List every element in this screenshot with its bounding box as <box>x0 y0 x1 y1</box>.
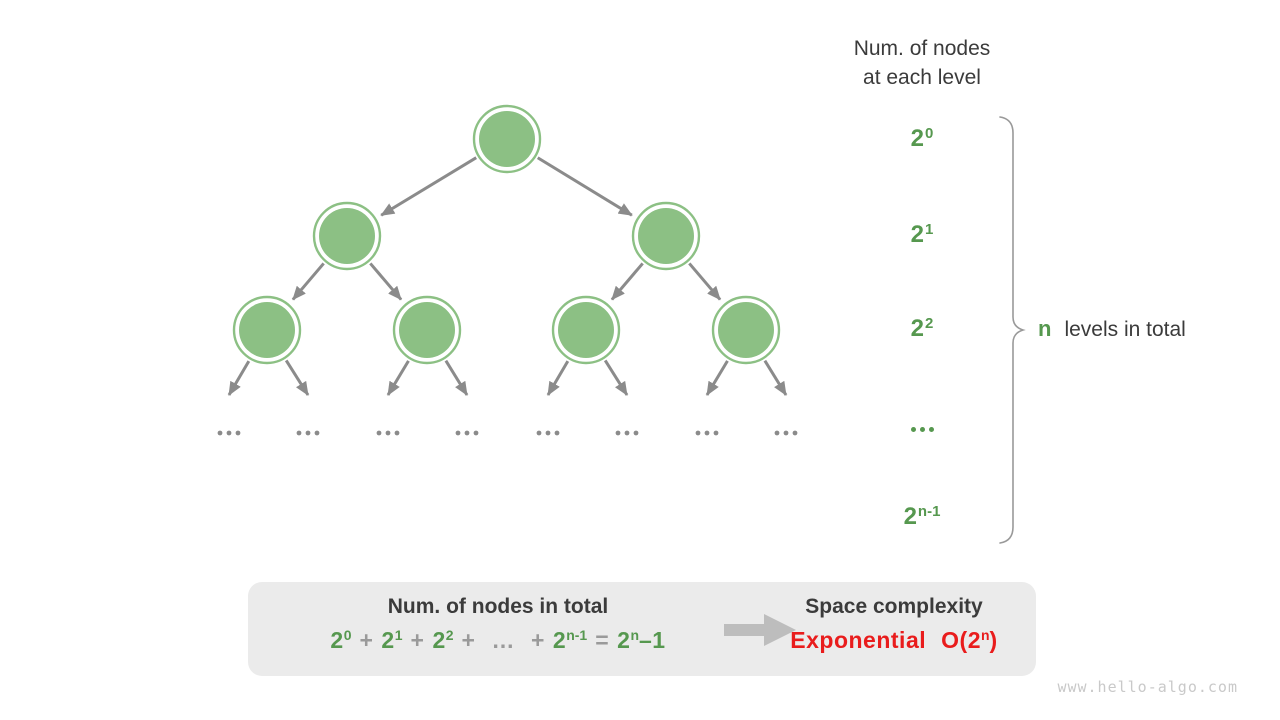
formula-token: O(2n) <box>941 627 998 653</box>
ellipsis-dot <box>633 430 639 436</box>
leaf-edge <box>603 359 629 396</box>
formula-token: … <box>491 627 515 653</box>
tree-node <box>558 302 614 358</box>
ellipsis-dot <box>455 430 461 436</box>
ellipsis-dot <box>217 430 223 436</box>
tree-node <box>479 111 535 167</box>
green-dot <box>910 427 916 432</box>
leaf-edge <box>546 360 570 396</box>
ellipsis-dot <box>394 430 400 436</box>
ellipsis-dot <box>624 430 630 436</box>
heading-line-2: at each level <box>863 66 981 89</box>
summary-box: Num. of nodes in total 20+21+22+…+2n-1=2… <box>248 582 1036 676</box>
space-complexity-formula: Exponential O(2n) <box>763 627 1025 654</box>
tree-edge <box>380 156 477 217</box>
tree-node-ring <box>472 104 542 174</box>
total-nodes-block: Num. of nodes in total 20+21+22+…+2n-1=2… <box>262 595 734 654</box>
formula-token: + <box>410 627 425 653</box>
tree-edge <box>291 262 325 301</box>
ellipsis-dot <box>615 430 621 436</box>
tree-node <box>638 208 694 264</box>
leaf-edge <box>227 360 251 396</box>
formula-token: 21 <box>381 627 403 653</box>
space-complexity-block: Space complexity Exponential O(2n) <box>763 595 1025 654</box>
ellipsis-dot <box>695 430 701 436</box>
green-dot <box>919 427 925 432</box>
formula-token: 2n–1 <box>617 627 666 653</box>
watermark: www.hello-algo.com <box>1057 678 1238 696</box>
level-label-2^2: 22 <box>910 315 934 342</box>
total-nodes-formula: 20 +21 +22 + … +2n-1 = 2n–1 <box>262 627 734 654</box>
ellipsis-dot <box>376 430 382 436</box>
tree-node-ring <box>631 201 701 271</box>
total-nodes-title: Num. of nodes in total <box>387 595 609 618</box>
level-label-2^n-1: 2n-1 <box>903 503 941 530</box>
tree-edge <box>688 262 722 301</box>
tree-node-ring <box>711 295 781 365</box>
tree-node-ring <box>392 295 462 365</box>
leaf-edge <box>386 360 410 396</box>
tree-node <box>718 302 774 358</box>
ellipsis-dot <box>713 430 719 436</box>
level-label-2^0: 20 <box>910 125 934 152</box>
heading-line-1: Num. of nodes <box>853 37 991 60</box>
implies-arrow-icon <box>724 614 796 646</box>
leaf-edge <box>705 360 729 396</box>
leaf-edge <box>444 359 469 396</box>
formula-token: + <box>530 627 545 653</box>
ellipsis-dot <box>704 430 710 436</box>
tree-edge <box>610 262 644 301</box>
ellipsis-dot <box>464 430 470 436</box>
tree-node <box>319 208 375 264</box>
leaf-edge <box>763 359 788 396</box>
right-panel-heading: Num. of nodes at each level <box>818 34 1026 92</box>
tree-edge <box>536 156 633 217</box>
tree-node <box>239 302 295 358</box>
formula-token: Exponential <box>790 627 927 653</box>
leaf-edge <box>284 359 310 396</box>
ellipsis-dot <box>314 430 320 436</box>
formula-token: 22 <box>432 627 454 653</box>
ellipsis-dot <box>296 430 302 436</box>
ellipsis-dot <box>473 430 479 436</box>
formula-token: 2n-1 <box>552 627 588 653</box>
formula-token: 20 <box>330 627 352 653</box>
ellipsis-dot <box>536 430 542 436</box>
formula-token: + <box>461 627 476 653</box>
ellipsis-dot <box>774 430 780 436</box>
green-dot <box>928 427 934 432</box>
ellipsis-dot <box>385 430 391 436</box>
ellipsis-dot <box>226 430 232 436</box>
ellipsis-dot <box>783 430 789 436</box>
brace-label-text: levels in total <box>1064 318 1186 341</box>
brace-label: n levels in total <box>1038 316 1186 342</box>
ellipsis-dot <box>235 430 241 436</box>
ellipsis-dot <box>545 430 551 436</box>
level-label-2^1: 21 <box>910 221 934 248</box>
ellipsis-dot <box>305 430 311 436</box>
level-brace <box>999 116 1026 544</box>
tree-node <box>399 302 455 358</box>
tree-node-ring <box>232 295 302 365</box>
brace-label-n: n <box>1038 316 1052 341</box>
formula-token: + <box>359 627 374 653</box>
tree-node-ring <box>312 201 382 271</box>
ellipsis-dot <box>554 430 560 436</box>
ellipsis-dot <box>792 430 798 436</box>
formula-token: = <box>595 627 610 653</box>
tree-node-ring <box>551 295 621 365</box>
tree-edge <box>369 262 403 301</box>
space-complexity-title: Space complexity <box>805 595 983 618</box>
level-label-dots <box>857 427 987 432</box>
